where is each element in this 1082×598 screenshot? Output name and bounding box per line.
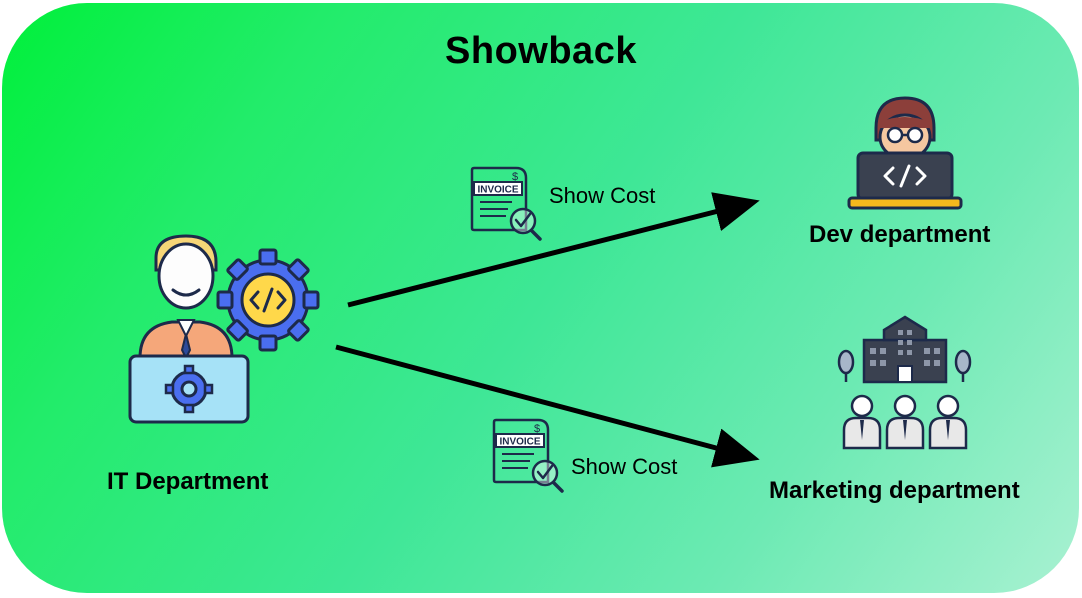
svg-text:$: $ — [512, 171, 518, 183]
invoice-icon: $ INVOICE — [470, 166, 542, 241]
arrow-to-marketing — [335, 344, 760, 468]
node-label-it-department: IT Department — [107, 468, 269, 495]
arrow-to-dev — [347, 192, 760, 308]
node-label-dev-department: Dev department — [809, 221, 991, 248]
programmer-laptop-icon — [847, 96, 963, 210]
node-label-marketing-department: Marketing department — [769, 477, 1020, 504]
svg-text:INVOICE: INVOICE — [477, 185, 518, 196]
developer-gear-icon — [128, 234, 320, 424]
edge-label-dev: Show Cost — [549, 183, 656, 208]
edge-label-marketing: Show Cost — [571, 454, 678, 479]
svg-text:$: $ — [534, 423, 540, 435]
svg-text:INVOICE: INVOICE — [499, 437, 540, 448]
invoice-icon: $ INVOICE — [492, 418, 564, 493]
company-team-icon — [837, 315, 972, 450]
diagram-title: Showback — [445, 30, 637, 72]
